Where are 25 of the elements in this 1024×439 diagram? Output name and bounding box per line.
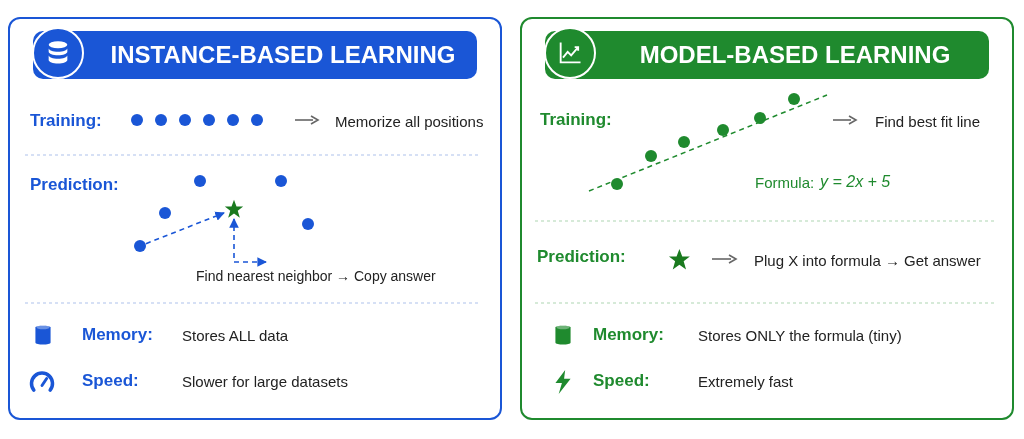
description-text: Slower for large datasets <box>182 372 348 390</box>
description-text: Extremely fast <box>698 372 794 390</box>
title-banner: INSTANCE-BASED LEARNING <box>33 31 477 79</box>
query-star <box>224 199 244 219</box>
annotation-text: Find nearest neighbor → Copy answer <box>196 262 446 284</box>
section-label: Prediction: <box>537 247 626 267</box>
data-point <box>134 240 146 252</box>
section-label: Memory: <box>593 325 664 345</box>
description-text: Plug X into formula → Get answer <box>754 251 981 269</box>
description-text: Find best fit line <box>875 112 981 130</box>
panel <box>520 17 1014 420</box>
description-text: Memorize all positions <box>335 112 484 130</box>
section-label: Memory: <box>82 325 153 345</box>
section-label: Speed: <box>593 371 650 391</box>
description-text: Stores ALL data <box>182 326 289 344</box>
section-label: Training: <box>30 111 102 131</box>
formula-label: Formula: <box>755 173 815 191</box>
section-label: Prediction: <box>30 175 119 195</box>
section-label: Training: <box>540 110 612 130</box>
dashed-arrow <box>229 218 267 267</box>
formula-text: y = 2x + 5 <box>820 173 891 191</box>
dashed-arrow <box>145 211 225 245</box>
section-label: Speed: <box>82 371 139 391</box>
panel <box>8 17 502 420</box>
description-text: Stores ONLY the formula (tiny) <box>698 326 902 344</box>
